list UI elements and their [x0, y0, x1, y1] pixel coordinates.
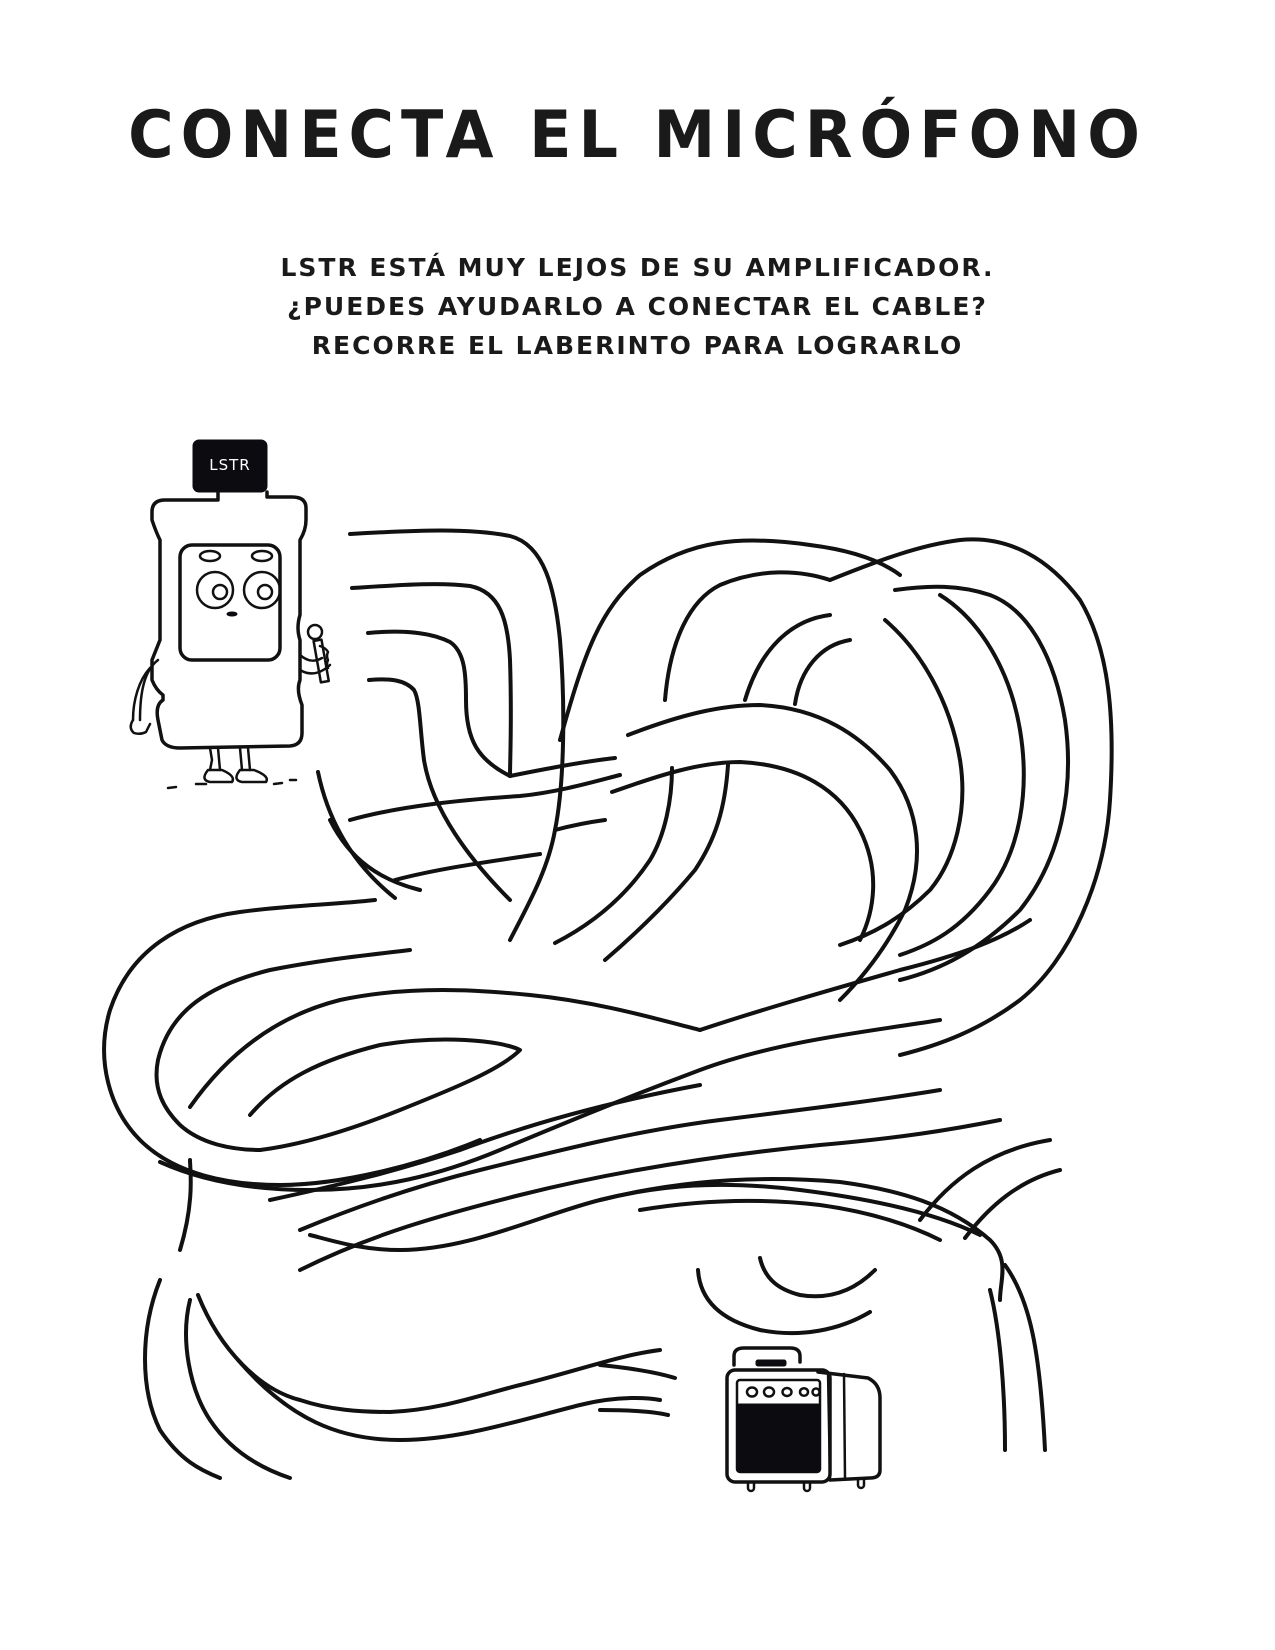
amplifier-icon: [725, 1346, 882, 1493]
maze-wall: [143, 1278, 222, 1480]
lstr-character: LSTR: [129, 439, 332, 790]
maze-wall: [348, 773, 622, 822]
maze-wall: [367, 677, 512, 902]
maze-wall: [508, 756, 617, 778]
maze-wall: [298, 1088, 942, 1232]
maze-wall: [793, 638, 852, 706]
right-eye: [242, 570, 282, 610]
maze-wall: [366, 629, 512, 778]
instruction-line-3: RECORRE EL LABERINTO PARA LOGRARLO: [311, 331, 964, 360]
maze-wall: [598, 1363, 677, 1380]
maze-wall: [158, 1018, 942, 1192]
instructions: LSTR ESTÁ MUY LEJOS DE SU AMPLIFICADOR. …: [0, 248, 1275, 365]
maze-wall: [308, 1177, 1005, 1302]
maze-wall: [154, 948, 412, 1152]
maze-wall: [268, 1083, 702, 1202]
maze-wall: [188, 988, 702, 1109]
maze-wall: [663, 570, 832, 702]
maze-wall: [248, 1037, 522, 1152]
maze-wall: [988, 1288, 1007, 1452]
maze-wall: [598, 1408, 670, 1417]
maze-wall: [828, 537, 1114, 1057]
maze-wall: [348, 528, 566, 942]
left-eye: [195, 570, 235, 610]
maze-wall: [1003, 1263, 1047, 1452]
maze-wall: [558, 538, 902, 742]
microphone-icon: [306, 623, 331, 684]
maze-wall: [743, 613, 832, 702]
maze-wall: [553, 818, 607, 832]
maze-wall: [178, 1158, 193, 1252]
maze-wall: [350, 582, 513, 778]
maze-wall: [393, 852, 542, 882]
maze-wall: [893, 584, 1070, 982]
speaker-grille: [736, 1403, 821, 1473]
maze-wall: [598, 1182, 982, 1237]
maze-wall: [838, 618, 965, 947]
maze-wall: [328, 818, 422, 892]
maze-wall: [758, 1256, 877, 1299]
maze-wall: [918, 1138, 1052, 1222]
maze-wall: [963, 1168, 1062, 1240]
character-label: LSTR: [209, 456, 250, 474]
page-title: CONECTA EL MICRÓFONO: [128, 96, 1147, 173]
maze-wall: [184, 1298, 292, 1480]
cap-label: [192, 439, 268, 493]
maze-wall: [196, 1293, 662, 1414]
maze-wall: [603, 763, 730, 962]
maze-wall: [698, 918, 1032, 1032]
maze-wall: [626, 703, 919, 1002]
maze-wall: [553, 766, 674, 945]
maze-wall: [236, 1358, 662, 1442]
maze-wall: [102, 898, 482, 1187]
maze-wall: [696, 1268, 872, 1336]
instruction-line-2: ¿PUEDES AYUDARLO A CONECTAR EL CABLE?: [287, 292, 988, 321]
maze-wall: [898, 593, 1026, 957]
instruction-line-1: LSTR ESTÁ MUY LEJOS DE SU AMPLIFICADOR.: [280, 253, 995, 282]
maze-wall: [638, 1198, 942, 1242]
maze-wall: [316, 770, 397, 900]
maze-wall: [610, 760, 876, 942]
maze[interactable]: [102, 528, 1114, 1480]
maze-wall: [298, 1118, 1002, 1272]
